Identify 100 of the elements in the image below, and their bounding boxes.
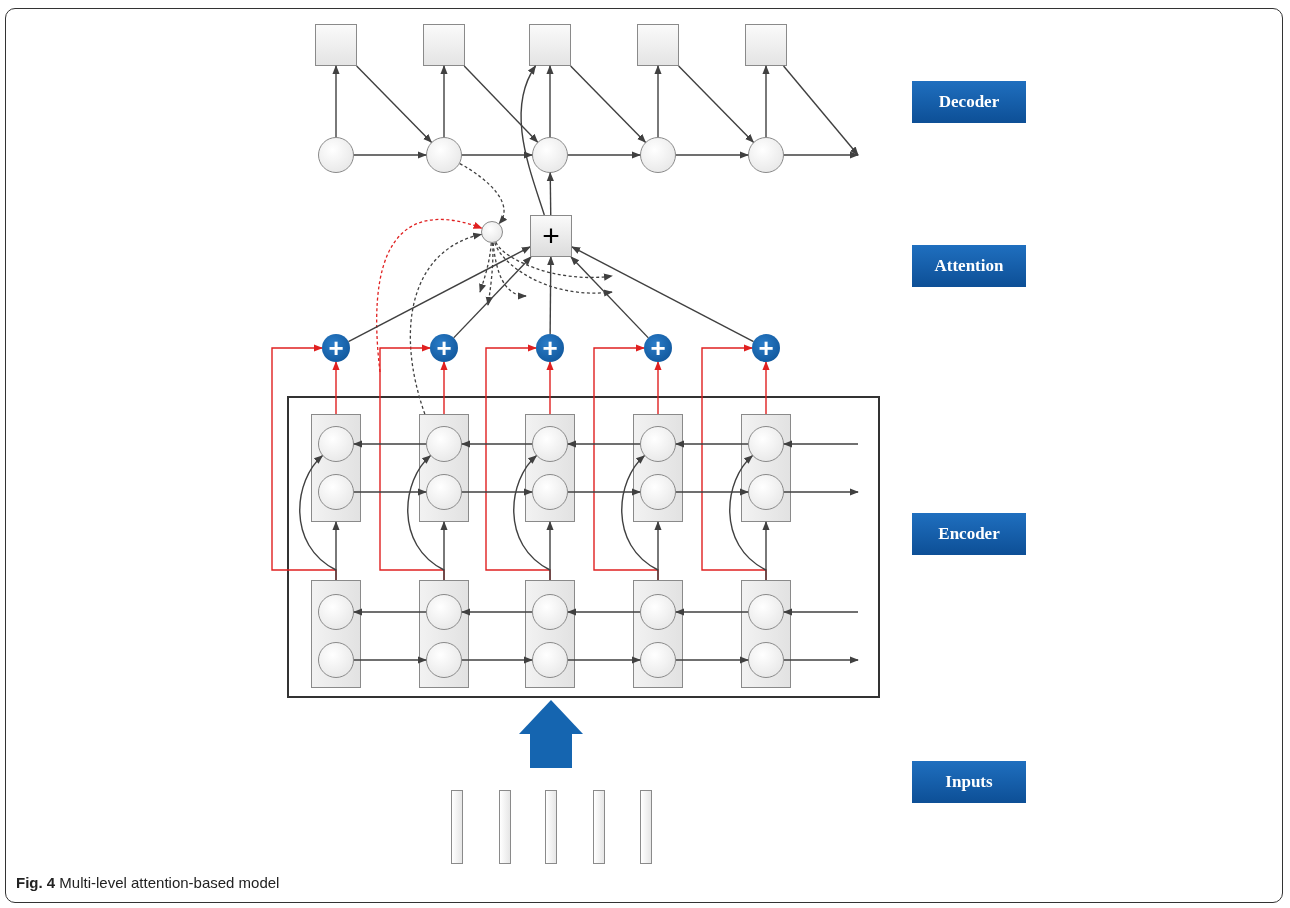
input-vector-bar [545, 790, 557, 864]
arrow [461, 488, 533, 496]
arrow [783, 488, 859, 496]
arrow [546, 361, 554, 415]
forward-state-circle [426, 642, 462, 678]
section-label: Decoder [912, 81, 1026, 123]
forward-state-circle [426, 474, 462, 510]
add-circle: + [536, 334, 564, 362]
arrow [570, 256, 650, 339]
input-vector-bar [451, 790, 463, 864]
input-vector-bar [640, 790, 652, 864]
cell-column-box [741, 580, 791, 688]
arrow [440, 361, 448, 415]
arrow [407, 455, 445, 571]
output-box [529, 24, 571, 66]
forward-state-circle [318, 474, 354, 510]
figure-caption: Fig. 4 Multi-level attention-based model [16, 874, 280, 891]
arrow [353, 440, 427, 448]
dashed-arrow [479, 242, 492, 293]
arrow [461, 608, 533, 616]
arrow [452, 256, 532, 339]
cell-column-box [419, 414, 469, 522]
arrow [783, 440, 859, 448]
decoder-state-circle [640, 137, 676, 173]
arrow [675, 440, 749, 448]
backward-state-circle [318, 426, 354, 462]
section-label: Inputs [912, 761, 1026, 803]
arrow [546, 521, 554, 581]
backward-state-circle [426, 426, 462, 462]
arrow [677, 65, 755, 143]
input-vector-bar [499, 790, 511, 864]
cell-column-box [633, 580, 683, 688]
arrow [762, 521, 770, 581]
arrow [461, 151, 533, 159]
cell-column-box [311, 580, 361, 688]
dashed-arrow [492, 242, 527, 299]
arrow [783, 608, 859, 616]
arrow [440, 521, 448, 581]
arrow [547, 256, 555, 335]
arrow [463, 65, 539, 143]
add-circle: + [322, 334, 350, 362]
cell-column-box [311, 414, 361, 522]
backward-state-circle [640, 426, 676, 462]
arrow [762, 65, 770, 138]
backward-state-circle [748, 594, 784, 630]
forward-state-circle [318, 642, 354, 678]
input-vector-bar [593, 790, 605, 864]
encoder-frame [287, 396, 880, 698]
arrow [675, 656, 749, 664]
output-box [637, 24, 679, 66]
arrow [729, 455, 767, 571]
input-block-arrow [519, 700, 583, 768]
decoder-state-circle [748, 137, 784, 173]
add-circle: + [752, 334, 780, 362]
arrow [675, 608, 749, 616]
arrow [675, 151, 749, 159]
arrow [571, 246, 755, 343]
add-circle: + [644, 334, 672, 362]
output-box [745, 24, 787, 66]
arrow [567, 656, 641, 664]
output-box [423, 24, 465, 66]
dashed-arrow [495, 241, 613, 281]
arrow [353, 488, 427, 496]
arrow [355, 65, 433, 143]
arrow [654, 521, 662, 581]
dashed-arrow [485, 242, 494, 306]
arrow [353, 151, 427, 159]
arrow [461, 440, 533, 448]
arrow [783, 656, 859, 664]
arrow [461, 656, 533, 664]
arrow [762, 361, 770, 415]
dashed-arrow [494, 242, 613, 297]
arrow [353, 608, 427, 616]
decoder-state-circle [426, 137, 462, 173]
forward-state-circle [532, 474, 568, 510]
add-circle: + [430, 334, 458, 362]
arrow [621, 455, 659, 571]
arrow [440, 65, 448, 138]
arrow [520, 65, 546, 216]
backward-state-circle [426, 594, 462, 630]
cell-column-box [525, 414, 575, 522]
backward-state-circle [640, 594, 676, 630]
arrow [654, 65, 662, 138]
forward-state-circle [748, 642, 784, 678]
arrow [332, 361, 340, 415]
output-box [315, 24, 357, 66]
section-label: Attention [912, 245, 1026, 287]
decoder-state-circle [532, 137, 568, 173]
backward-state-circle [532, 594, 568, 630]
arrow [567, 608, 641, 616]
backward-state-circle [318, 594, 354, 630]
dot-product-circle [481, 221, 503, 243]
arrow [513, 455, 551, 571]
dashed-arrow [409, 233, 483, 415]
sum-box: + [530, 215, 572, 257]
arrow [783, 151, 859, 159]
backward-state-circle [748, 426, 784, 462]
arrow [567, 440, 641, 448]
forward-state-circle [640, 642, 676, 678]
arrow [675, 488, 749, 496]
